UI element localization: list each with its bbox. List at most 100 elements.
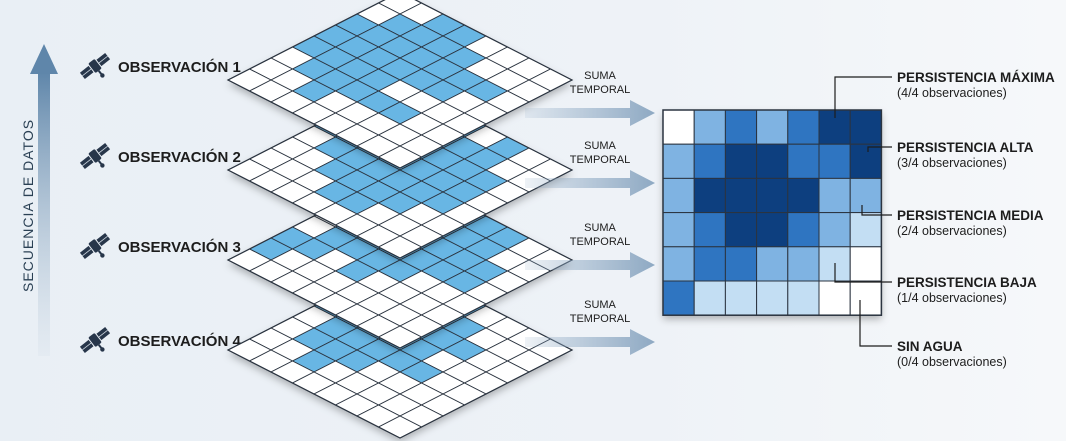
- satellite-icon: [79, 52, 111, 80]
- result-cell: [662, 109, 695, 145]
- arrow-label-line2: TEMPORAL: [570, 236, 631, 248]
- result-cell: [693, 143, 726, 179]
- result-cell: [787, 212, 820, 248]
- result-cell: [662, 246, 695, 282]
- result-cell: [756, 212, 789, 248]
- result-cell: [849, 212, 882, 248]
- result-cell: [662, 143, 695, 179]
- arrow-label-line1: SUMA: [584, 299, 616, 311]
- observation-label: OBSERVACIÓN 3: [118, 238, 241, 256]
- legend-item: PERSISTENCIA MEDIA(2/4 observaciones): [861, 205, 1044, 238]
- result-cell: [724, 212, 758, 248]
- result-cell: [787, 177, 820, 214]
- observation-label: OBSERVACIÓN 4: [118, 332, 241, 350]
- layer-outline: [226, 171, 574, 349]
- temporal-sum-arrow: SUMA TEMPORAL: [525, 222, 655, 278]
- result-cell: [756, 109, 789, 145]
- result-cell: [724, 246, 758, 282]
- result-cell: [787, 109, 820, 145]
- satellite-icon: [79, 232, 111, 260]
- result-cell: [693, 177, 726, 214]
- result-grid: [662, 109, 883, 316]
- persistence-legend: PERSISTENCIA MÁXIMA(4/4 observaciones)PE…: [834, 70, 1055, 369]
- legend-item: SIN AGUA(0/4 observaciones): [859, 300, 1007, 369]
- observation-layer: [226, 0, 574, 169]
- result-cell: [724, 177, 758, 214]
- result-cell: [724, 143, 758, 179]
- result-cell: [724, 109, 758, 145]
- temporal-sum-arrow: SUMA TEMPORAL: [525, 140, 655, 196]
- temporal-sum-arrow: SUMA TEMPORAL: [525, 299, 655, 355]
- result-cell: [787, 246, 820, 282]
- satellite-icon: [79, 326, 111, 354]
- result-cell: [818, 280, 851, 316]
- legend-subtitle: (1/4 observaciones): [897, 291, 1007, 305]
- result-cell: [849, 177, 882, 214]
- arrow-label-line1: SUMA: [584, 222, 616, 234]
- leader-line: [861, 205, 892, 216]
- result-cell: [693, 212, 726, 248]
- result-cell: [849, 246, 882, 282]
- satellite-icon: [79, 142, 111, 170]
- legend-subtitle: (2/4 observaciones): [897, 224, 1007, 238]
- arrow-label-line1: SUMA: [584, 140, 616, 152]
- legend-item: PERSISTENCIA MÁXIMA(4/4 observaciones): [834, 70, 1055, 118]
- arrow-shape: [525, 329, 655, 355]
- arrow-shape: [525, 252, 655, 278]
- legend-subtitle: (3/4 observaciones): [897, 156, 1007, 170]
- result-cell: [756, 280, 789, 316]
- legend-title: PERSISTENCIA MEDIA: [897, 208, 1044, 223]
- result-cell: [787, 280, 820, 316]
- layer-outline: [226, 0, 574, 169]
- temporal-sum-arrow: SUMA TEMPORAL: [525, 70, 655, 126]
- result-cell: [756, 177, 789, 214]
- arrow-label-line2: TEMPORAL: [570, 84, 631, 96]
- result-cell: [818, 143, 851, 179]
- result-cell: [818, 177, 851, 214]
- leader-line: [834, 263, 892, 283]
- result-grid-outline: [662, 109, 883, 316]
- observation-label: OBSERVACIÓN 1: [118, 58, 241, 76]
- result-cell: [662, 280, 695, 316]
- result-cell: [693, 280, 726, 316]
- layer-outline: [226, 261, 574, 439]
- observation-label: OBSERVACIÓN 2: [118, 148, 241, 166]
- leader-line: [834, 76, 892, 118]
- legend-title: PERSISTENCIA BAJA: [897, 275, 1037, 290]
- arrow-label-line2: TEMPORAL: [570, 313, 631, 325]
- layer-outline: [226, 81, 574, 259]
- result-cell: [693, 246, 726, 282]
- arrow-label-line1: SUMA: [584, 70, 616, 82]
- legend-item: PERSISTENCIA BAJA(1/4 observaciones): [834, 263, 1037, 305]
- legend-subtitle: (4/4 observaciones): [897, 86, 1007, 100]
- legend-item: PERSISTENCIA ALTA(3/4 observaciones): [867, 140, 1034, 170]
- legend-subtitle: (0/4 observaciones): [897, 355, 1007, 369]
- sequence-axis: SECUENCIA DE DATOS: [20, 44, 58, 356]
- observation-labels: OBSERVACIÓN 1 OBSERVACIÓN 2 OBSERVACIÓN 3 O…: [79, 52, 241, 354]
- temporal-sum-arrows: SUMATEMPORALSUMATEMPORALSUMATEMPORALSUMA…: [525, 70, 655, 355]
- axis-arrowhead: [30, 44, 58, 74]
- result-cell: [818, 212, 851, 248]
- leader-line: [859, 300, 892, 347]
- result-cell: [693, 109, 726, 145]
- result-cell: [849, 143, 882, 179]
- result-cell: [756, 246, 789, 282]
- legend-title: PERSISTENCIA MÁXIMA: [897, 70, 1055, 85]
- result-cell: [787, 143, 820, 179]
- legend-title: PERSISTENCIA ALTA: [897, 140, 1034, 155]
- axis-label: SECUENCIA DE DATOS: [20, 119, 36, 292]
- result-cell: [849, 280, 882, 316]
- observation-layers: [226, 0, 574, 439]
- result-cell: [849, 109, 882, 145]
- result-cell: [662, 177, 695, 214]
- arrow-shape: [525, 100, 655, 126]
- arrow-shape: [525, 170, 655, 196]
- leader-line: [867, 146, 892, 152]
- result-cell: [724, 280, 758, 316]
- arrow-label-line2: TEMPORAL: [570, 154, 631, 166]
- result-cell: [662, 212, 695, 248]
- axis-shaft: [38, 72, 50, 356]
- result-cell: [756, 143, 789, 179]
